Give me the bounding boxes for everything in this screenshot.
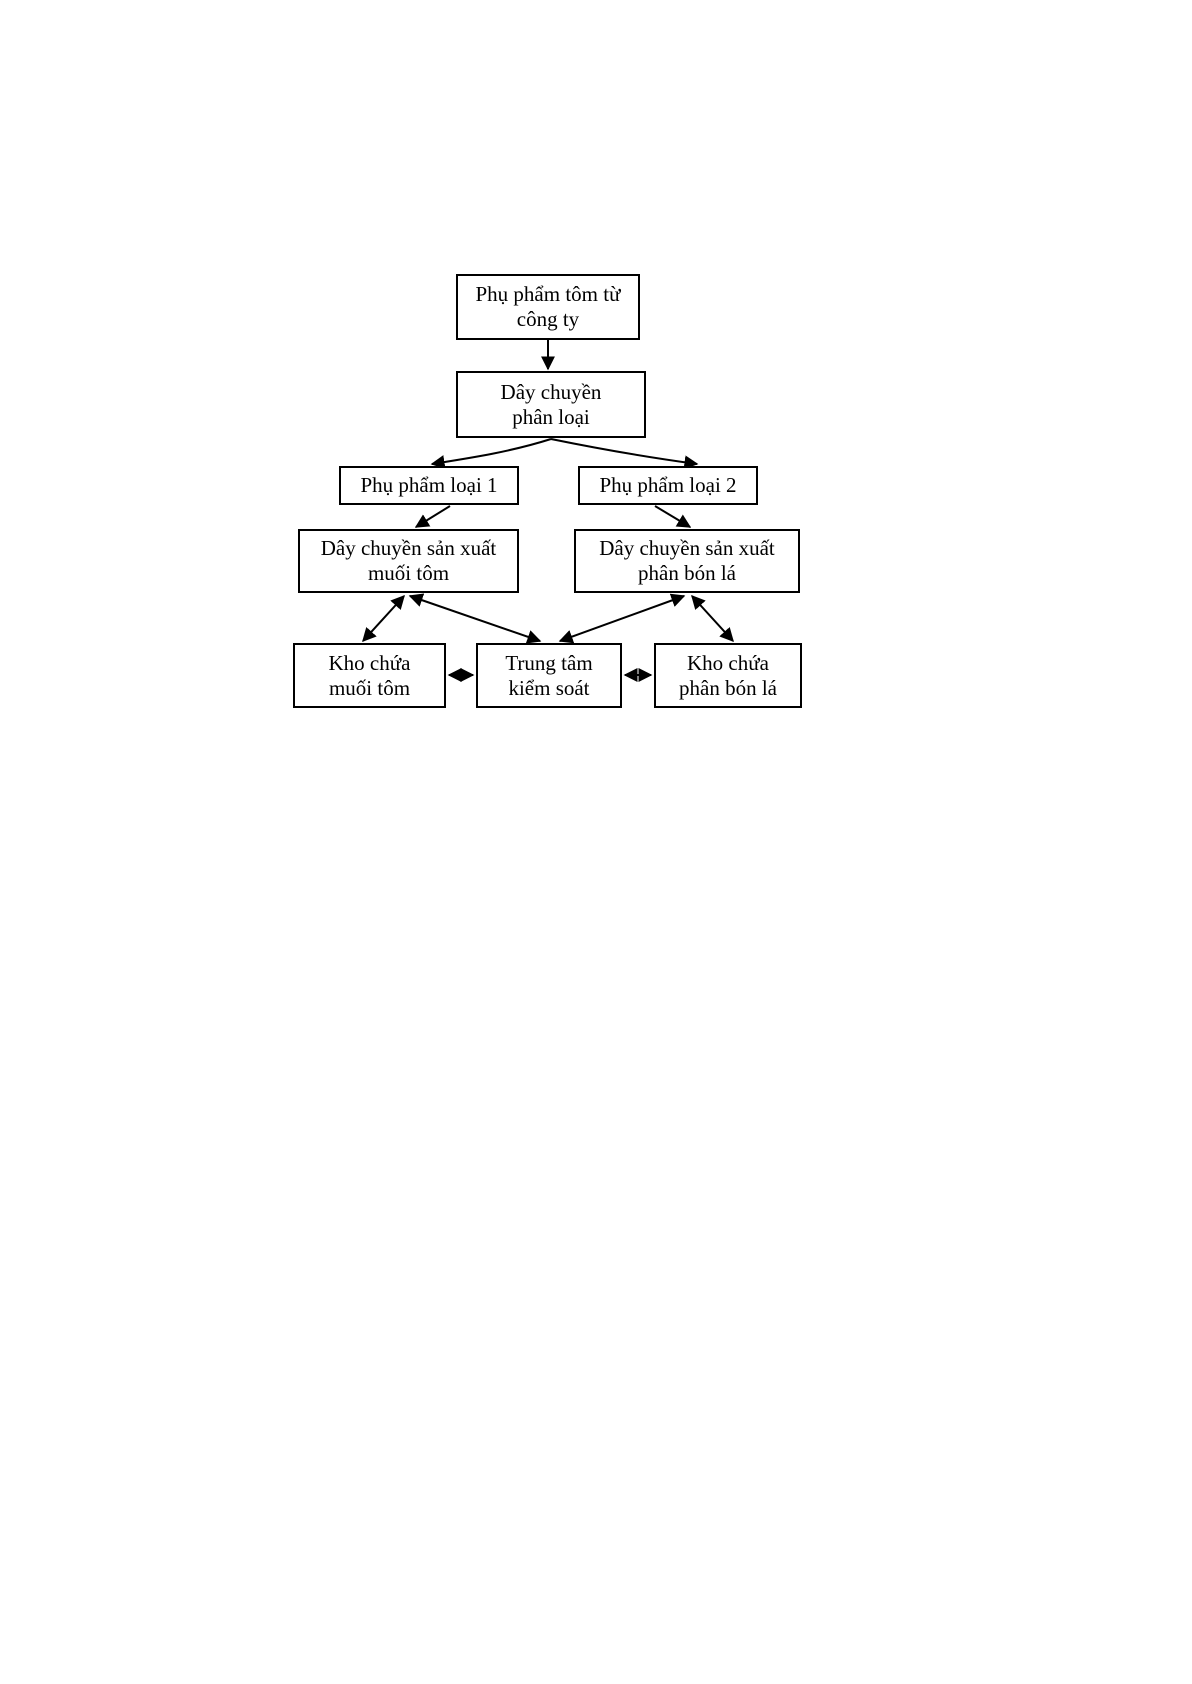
- node-source-label: Phụ phẩm tôm từ công ty: [475, 282, 621, 331]
- node-leaf-fertilizer-line-label: Dây chuyền sản xuất phân bón lá: [599, 536, 775, 585]
- node-shrimp-salt-line[interactable]: Dây chuyền sản xuất muối tôm: [298, 529, 519, 593]
- edge-fertilizer-line-to-fertilizer-warehouse: [691, 594, 734, 643]
- edge-type2-to-fertilizer-line: [654, 505, 692, 528]
- node-control-center-label: Trung tâm kiểm soát: [505, 650, 593, 700]
- edge-sorting-to-type2: [550, 438, 699, 470]
- node-byproduct-type-2-label: Phụ phẩm loại 2: [599, 473, 737, 498]
- node-shrimp-salt-warehouse[interactable]: Kho chứa muối tôm: [293, 643, 446, 708]
- edge-fertilizer-line-to-control-center: [558, 593, 686, 644]
- edge-salt-line-to-control-center: [408, 593, 542, 644]
- node-shrimp-salt-line-label: Dây chuyền sản xuất muối tôm: [320, 536, 497, 585]
- node-sorting-line[interactable]: Dây chuyền phân loại: [456, 371, 646, 438]
- node-leaf-fertilizer-line[interactable]: Dây chuyền sản xuất phân bón lá: [574, 529, 800, 593]
- node-leaf-fertilizer-warehouse[interactable]: Kho chứa phân bón lá: [654, 643, 802, 708]
- node-leaf-fertilizer-warehouse-label: Kho chứa phân bón lá: [679, 650, 777, 700]
- edge-sorting-to-type1: [430, 438, 552, 469]
- edge-salt-line-to-salt-warehouse: [362, 594, 405, 643]
- node-shrimp-salt-warehouse-label: Kho chứa muối tôm: [328, 650, 411, 700]
- node-control-center[interactable]: Trung tâm kiểm soát: [476, 643, 622, 708]
- edge-type1-to-salt-line: [414, 505, 451, 528]
- node-sorting-line-label: Dây chuyền phân loại: [500, 379, 602, 429]
- node-source[interactable]: Phụ phẩm tôm từ công ty: [456, 274, 640, 340]
- node-byproduct-type-1[interactable]: Phụ phẩm loại 1: [339, 466, 519, 505]
- node-byproduct-type-1-label: Phụ phẩm loại 1: [360, 473, 498, 498]
- node-byproduct-type-2[interactable]: Phụ phẩm loại 2: [578, 466, 758, 505]
